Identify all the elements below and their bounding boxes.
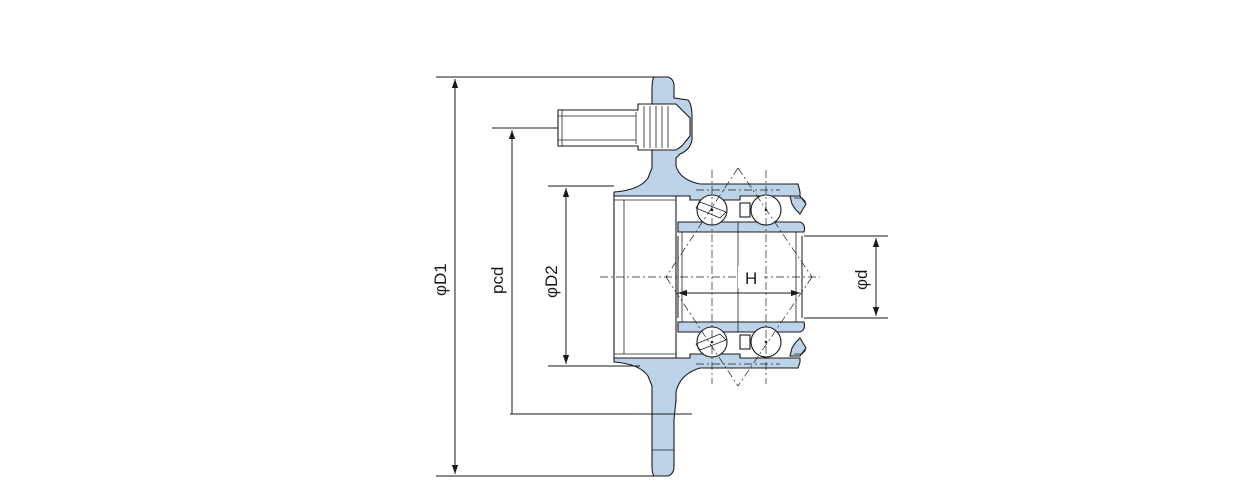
label-pcd: pcd	[488, 267, 507, 294]
dimension-d2	[548, 185, 640, 367]
dimension-h	[677, 236, 803, 318]
dimension-d	[804, 235, 888, 319]
construction-lines	[600, 167, 820, 387]
dimension-d1	[436, 76, 654, 477]
label-h: H	[745, 269, 757, 288]
wheel-stud	[557, 103, 691, 151]
label-phi-d2: φD2	[542, 265, 561, 298]
label-phi-d1: φD1	[431, 263, 450, 296]
label-phi-d: φd	[852, 270, 871, 290]
